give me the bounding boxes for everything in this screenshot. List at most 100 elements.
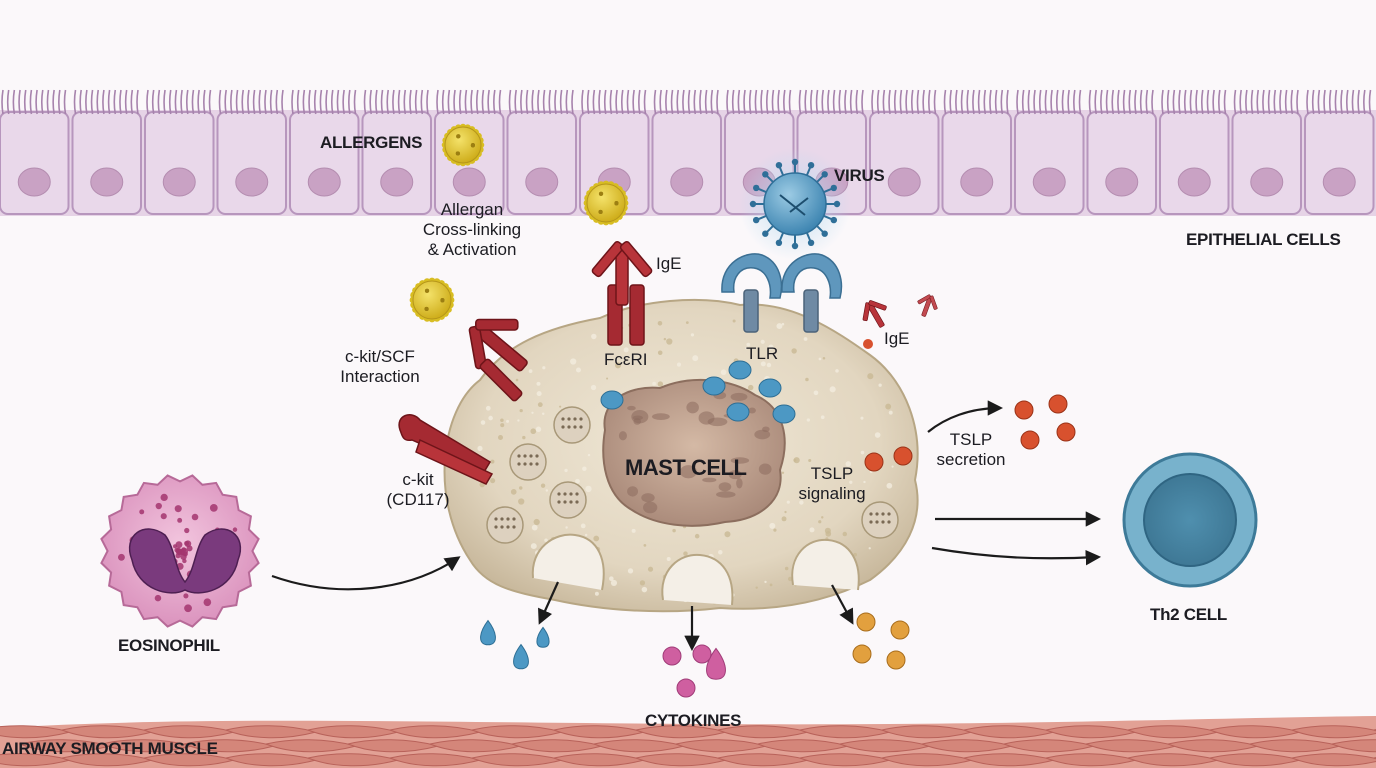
- tslp-particle: [1048, 394, 1068, 414]
- tslp-secretion-label: TSLP secretion: [936, 430, 1006, 470]
- cilia: [653, 89, 719, 115]
- epithelial-cell: [216, 111, 287, 215]
- cytokine-drop: [706, 647, 726, 680]
- ige-antibody-icon: [862, 300, 887, 328]
- ckit-receptor-icon: [398, 414, 492, 473]
- cilia: [508, 89, 574, 115]
- arrow-icon: [927, 400, 1004, 433]
- allergen-crosslinking-line-3: & Activation: [427, 240, 517, 259]
- cilia: [1161, 89, 1227, 115]
- granule-icon: [772, 404, 796, 424]
- cytokine-particle: [692, 644, 712, 664]
- cilia: [291, 89, 357, 115]
- ckit-receptor-icon: [415, 438, 494, 485]
- allergen-icon: [409, 277, 455, 323]
- arrow-icon: [831, 584, 854, 625]
- eosinophil-label: EOSINOPHIL: [118, 636, 220, 655]
- epithelial-cell: [0, 111, 70, 215]
- muscle-fiber: [1290, 753, 1376, 767]
- allergens-label: ALLERGENS: [320, 133, 423, 152]
- cilia: [581, 89, 647, 115]
- cilia: [73, 89, 139, 115]
- muscle-fiber: [1290, 725, 1376, 739]
- granule-icon: [758, 378, 782, 398]
- epithelial-cell: [941, 111, 1012, 215]
- ckit-scf-line-1: c-kit/SCF: [345, 347, 415, 366]
- histamine-drop: [536, 626, 550, 648]
- arrow-icon: [271, 556, 461, 591]
- ige-antibody-icon: [468, 318, 528, 372]
- cytokine-particle: [676, 678, 696, 698]
- ige-antibody-icon: [591, 240, 653, 306]
- granule-particle: [890, 620, 910, 640]
- cilia: [1, 89, 67, 115]
- tslp-particle: [1020, 430, 1040, 450]
- epithelial-cells-label: EPITHELIAL CELLS: [1186, 230, 1341, 249]
- eosinophil-icon: [100, 474, 260, 628]
- epithelial-cell: [506, 111, 577, 215]
- cilia: [436, 89, 502, 115]
- allergen-crosslinking-line-1: Allergan: [440, 200, 504, 219]
- cilia: [798, 89, 864, 115]
- cilia: [943, 89, 1009, 115]
- allergen-group: [409, 123, 629, 323]
- tslp-secretion-line-1: TSLP: [949, 430, 993, 449]
- cilia: [726, 89, 792, 115]
- ckit-scf-line-2: Interaction: [340, 367, 420, 386]
- fceri-label: FcεRI: [604, 350, 648, 369]
- epithelial-cell: [361, 111, 432, 215]
- epithelial-nucleus: [452, 167, 486, 197]
- tlr-receptor-icon: [721, 253, 843, 333]
- allergen-icon: [583, 180, 629, 226]
- cilia: [871, 89, 937, 115]
- epithelial-cell: [1231, 111, 1302, 215]
- epithelial-cell: [1159, 111, 1230, 215]
- epithelial-cell-layer: [0, 89, 1376, 216]
- epithelial-nucleus: [960, 167, 994, 197]
- virus-icon: [739, 148, 851, 260]
- granule-icon: [702, 376, 726, 396]
- granule-icon: [486, 506, 524, 544]
- epithelial-nucleus: [670, 167, 704, 197]
- granule-icon: [864, 452, 884, 472]
- ige-top-label: IgE: [656, 254, 682, 273]
- tslp-signaling-line-1: TSLP: [810, 464, 854, 483]
- allergen-crosslinking-line-2: Cross-linking: [422, 220, 522, 239]
- epithelial-cell: [144, 111, 215, 215]
- granule-particle: [886, 650, 906, 670]
- ige-right-label: IgE: [884, 329, 910, 348]
- mast-cell-label: MAST CELL: [625, 455, 747, 480]
- cilia: [146, 89, 212, 115]
- arrow-icon: [931, 546, 1102, 566]
- histamine-drop: [513, 643, 529, 670]
- epithelial-cell: [1086, 111, 1157, 215]
- th2-cell-icon: [1122, 452, 1258, 588]
- epithelial-nucleus: [307, 167, 341, 197]
- granule-icon: [893, 446, 913, 466]
- epithelial-nucleus: [380, 167, 414, 197]
- cilia: [1088, 89, 1154, 115]
- tslp-signaling-label: TSLP signaling: [790, 464, 874, 504]
- ckit-scf-label: c-kit/SCF Interaction: [330, 347, 430, 387]
- cytokine-particle: [662, 646, 682, 666]
- granule-icon: [549, 481, 587, 519]
- epithelial-nucleus: [1105, 167, 1139, 197]
- muscle-fiber: [1330, 739, 1376, 753]
- airway-smooth-muscle-layer: [0, 716, 1376, 768]
- cilia: [218, 89, 284, 115]
- granule-particle: [856, 612, 876, 632]
- allergen-crosslinking-label: Allergan Cross-linking & Activation: [412, 200, 532, 260]
- epithelial-cell: [289, 111, 360, 215]
- released-mediators: [480, 394, 1076, 698]
- fceri-receptor: [629, 284, 645, 346]
- cilia: [1306, 89, 1372, 115]
- epithelial-cell: [869, 111, 940, 215]
- mast-cell-granules: [486, 360, 913, 595]
- tslp-signaling-line-2: signaling: [798, 484, 866, 503]
- epithelial-cell: [1014, 111, 1085, 215]
- granule-icon: [726, 402, 750, 422]
- receptor-group: [398, 240, 938, 485]
- granule-particle: [852, 644, 872, 664]
